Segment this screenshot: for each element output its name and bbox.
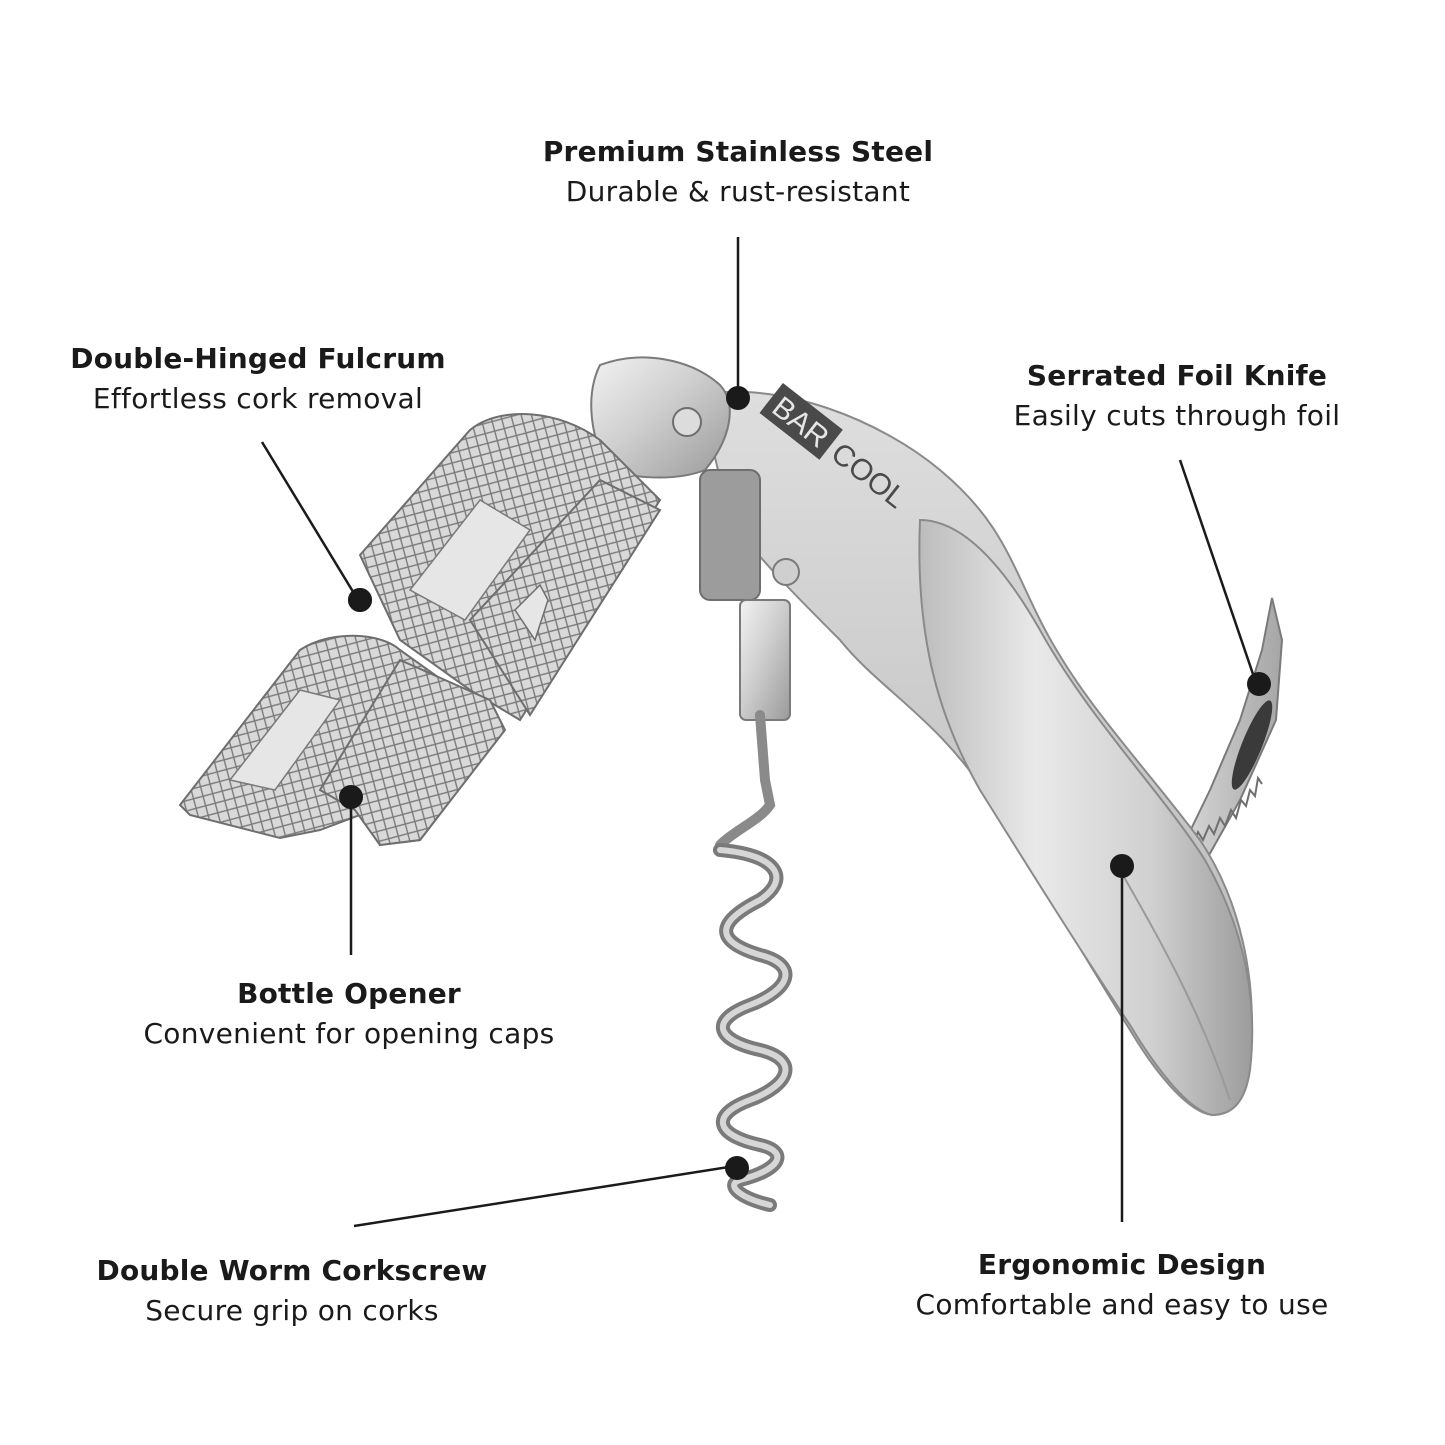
stainless-steel-dot — [726, 386, 750, 410]
ergonomic-subtitle: Comfortable and easy to use — [915, 1288, 1329, 1321]
corkscrew-dot — [725, 1156, 749, 1180]
callout-dots — [339, 386, 1271, 1180]
corkscrew-title: Double Worm Corkscrew — [96, 1254, 488, 1287]
callout-bottle-opener: Bottle Opener Convenient for opening cap… — [143, 974, 554, 1054]
fulcrum-upper-arm — [348, 413, 662, 722]
fulcrum-lower-arm — [178, 634, 507, 847]
callout-leaders — [260, 237, 1257, 1228]
bottle-opener-dot — [339, 785, 363, 809]
corkscrew-subtitle: Secure grip on corks — [145, 1294, 439, 1327]
bottle-opener-subtitle: Convenient for opening caps — [143, 1017, 555, 1050]
callout-foil-knife: Serrated Foil Knife Easily cuts through … — [1014, 356, 1341, 436]
stainless-steel-subtitle: Durable & rust-resistant — [565, 175, 911, 208]
fulcrum-dot — [348, 588, 372, 612]
ergonomic-title: Ergonomic Design — [977, 1248, 1267, 1281]
fulcrum-subtitle: Effortless cork removal — [92, 382, 424, 415]
foil-knife-dot — [1247, 672, 1271, 696]
callout-fulcrum: Double-Hinged Fulcrum Effortless cork re… — [70, 339, 445, 419]
main-handle: BAR COOL — [698, 383, 1254, 1117]
hinge-head — [590, 356, 761, 601]
ergonomic-dot — [1110, 854, 1134, 878]
foil-knife-title: Serrated Foil Knife — [1026, 359, 1328, 392]
bottle-opener-title: Bottle Opener — [237, 977, 461, 1010]
foil-knife-subtitle: Easily cuts through foil — [1013, 399, 1341, 432]
stainless-steel-title: Premium Stainless Steel — [542, 135, 934, 168]
callout-ergonomic: Ergonomic Design Comfortable and easy to… — [916, 1245, 1329, 1325]
callout-corkscrew: Double Worm Corkscrew Secure grip on cor… — [97, 1251, 488, 1331]
corkscrew-worm — [713, 599, 793, 1212]
callout-stainless-steel: Premium Stainless Steel Durable & rust-r… — [543, 132, 933, 212]
fulcrum-title: Double-Hinged Fulcrum — [70, 342, 446, 375]
